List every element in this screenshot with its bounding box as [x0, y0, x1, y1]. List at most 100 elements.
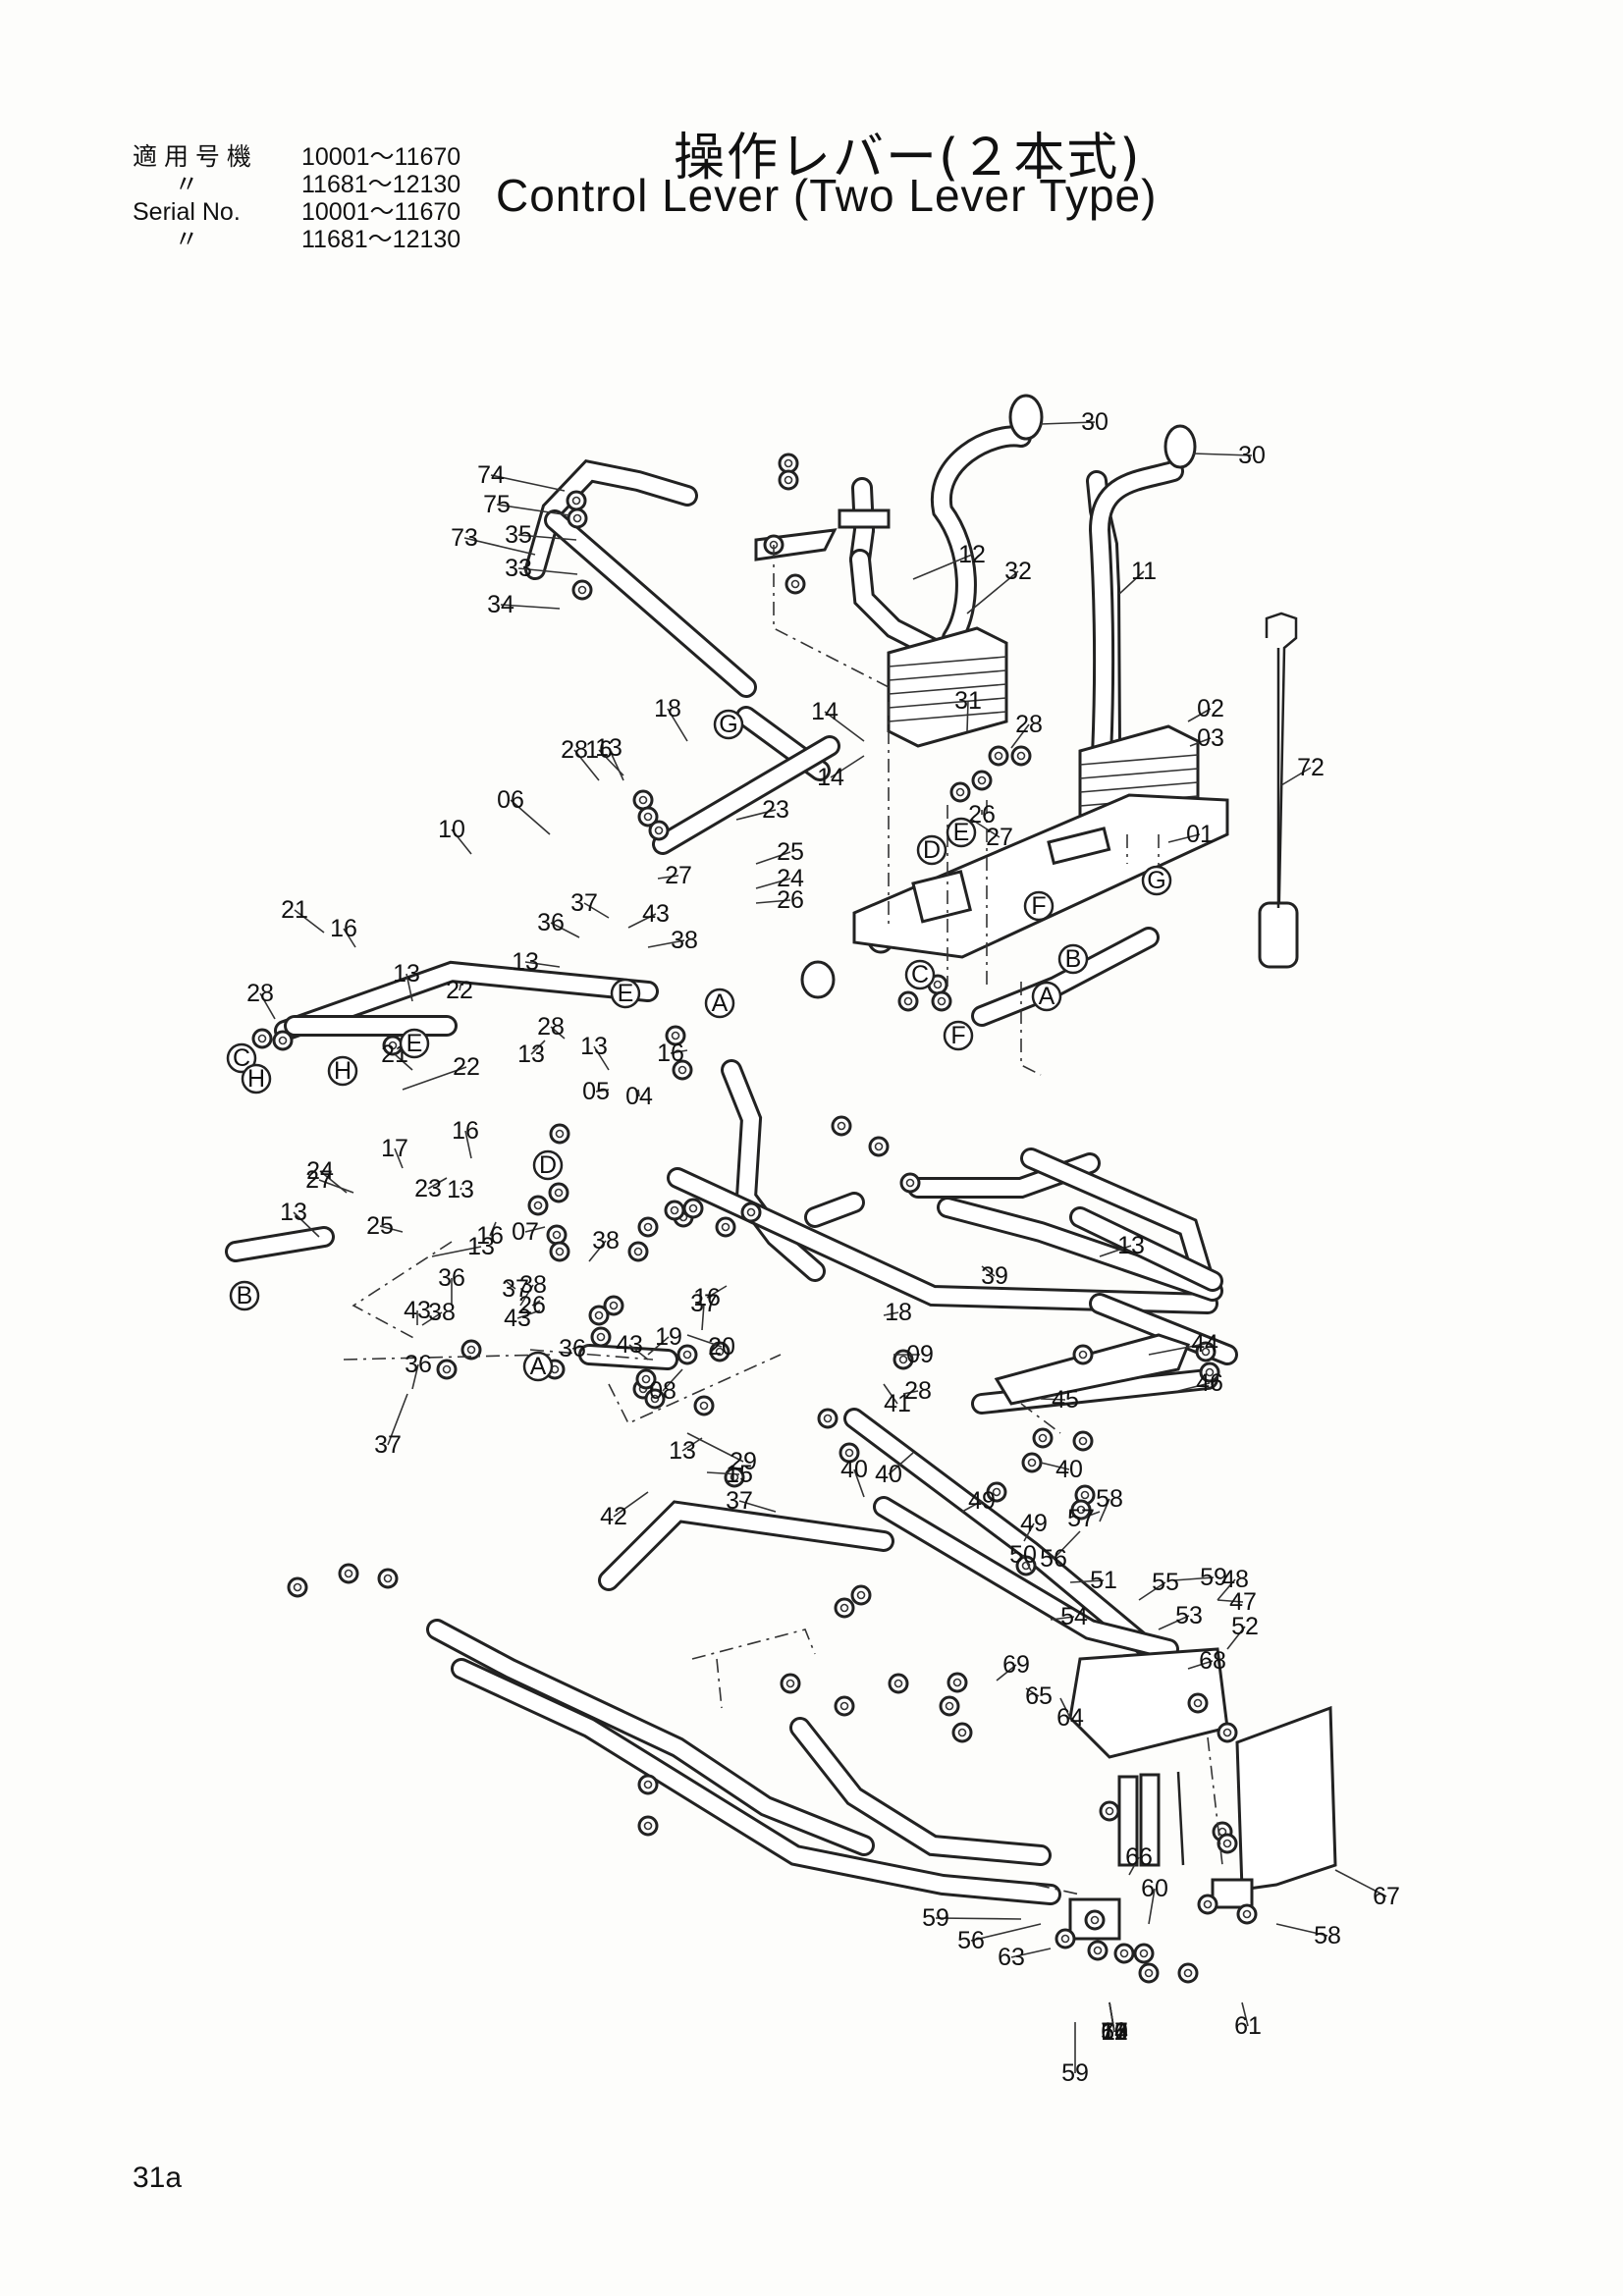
fitting: [1217, 1722, 1238, 1743]
part-number-callout: 56: [1040, 1545, 1067, 1573]
serial-row-label: 適 用 号 機: [133, 143, 251, 171]
fitting-bore: [903, 996, 913, 1006]
fitting: [338, 1563, 359, 1584]
reference-mark-circle: [522, 1351, 554, 1382]
rod-body: [846, 1411, 1157, 1657]
guide-line: [1020, 982, 1042, 1076]
fitting: [724, 1467, 745, 1488]
part-number-callout: 32: [1004, 558, 1032, 585]
reference-mark: E: [399, 1028, 430, 1059]
reference-mark: F: [943, 1020, 974, 1051]
fitting-bore: [466, 1345, 476, 1355]
part-number-callout: 25: [366, 1212, 394, 1240]
fitting: [939, 1695, 960, 1717]
rod-body: [876, 1499, 1176, 1657]
leader-line: [971, 819, 1001, 838]
fitting: [549, 1123, 570, 1145]
fitting-bore: [933, 980, 943, 989]
fitting: [637, 1815, 659, 1837]
part-number-callout: 42: [600, 1503, 627, 1530]
fitting-bore: [671, 1031, 680, 1041]
rod-body: [807, 1195, 862, 1225]
leader-line: [681, 1437, 703, 1452]
part-number-callout: 59: [1200, 1564, 1227, 1591]
part-number-callout: 15: [726, 1461, 753, 1488]
serial-row: Serial No.10001～11670: [133, 197, 503, 227]
fitting-bore: [388, 1041, 398, 1050]
leader-line: [647, 939, 685, 948]
leader-line: [706, 1285, 728, 1299]
leader-line: [883, 1383, 898, 1405]
boot-rib: [1079, 768, 1199, 779]
fitting-bore: [442, 1364, 452, 1374]
leader-line: [519, 1284, 534, 1307]
reference-mark-letter: G: [1147, 867, 1165, 894]
plate-bracket: [838, 508, 891, 529]
part-number-callout: 69: [1002, 1651, 1030, 1679]
part-number-callout: 14: [817, 764, 844, 791]
leader-line: [524, 961, 561, 968]
fitting-bore: [670, 1205, 679, 1215]
leader-line: [530, 1040, 546, 1055]
part-number-callout: 11: [1102, 2018, 1127, 2046]
leader-line: [571, 1344, 590, 1350]
part-number-callout: 28: [561, 736, 588, 764]
leader-line: [1192, 453, 1253, 456]
leader-line: [1275, 1923, 1328, 1937]
fitting-bore: [1222, 1839, 1232, 1848]
part-number-callout: 13: [595, 734, 622, 762]
fitting-bore: [874, 1142, 884, 1151]
reference-mark-letter: C: [911, 961, 929, 988]
fitting-bore: [643, 812, 653, 822]
fitting: [665, 1025, 686, 1046]
fitting-bore: [383, 1574, 393, 1583]
part-number-callout: 63: [998, 1944, 1025, 1971]
leader-line: [463, 537, 536, 556]
reference-mark: G: [1141, 865, 1172, 896]
fitting: [709, 1341, 730, 1362]
fitting: [1187, 1692, 1209, 1714]
serial-row-label: Serial No.: [133, 198, 241, 226]
part-number-callout: 39: [981, 1262, 1008, 1290]
part-number-callout: 75: [483, 491, 511, 518]
part-number-callout: 61: [1234, 2012, 1262, 2040]
tool-rod: [1265, 612, 1298, 943]
part-number-callout: 28: [1015, 711, 1043, 738]
leader-line: [686, 1334, 723, 1348]
part-number-callout: 67: [1373, 1883, 1400, 1910]
part-number-callout: 03: [1197, 724, 1224, 752]
part-number-callout: 56: [1101, 2018, 1128, 2046]
reference-mark-letter: A: [1039, 983, 1055, 1010]
fitting-bore: [533, 1201, 543, 1210]
fitting: [549, 1241, 570, 1262]
part-number-callout: 50: [1009, 1541, 1037, 1569]
leader-line: [1023, 1522, 1035, 1542]
fitting-bore: [555, 1247, 565, 1256]
serial-row-label: 〃: [174, 171, 199, 198]
fitting-bore: [699, 1401, 709, 1411]
leader-line: [406, 973, 413, 1002]
part-number-callout: 38: [592, 1227, 620, 1255]
reference-mark-circle: [713, 709, 744, 740]
fitting-bore: [844, 1448, 854, 1458]
fitting: [566, 490, 587, 511]
fitting: [1236, 1903, 1258, 1925]
part-number-callout: 09: [906, 1341, 934, 1368]
leader-line: [647, 1336, 670, 1356]
fitting: [947, 1672, 968, 1693]
part-number-callout: 29: [730, 1448, 757, 1475]
part-number-callout: 38: [671, 927, 698, 954]
part-number-callout: 33: [505, 555, 532, 582]
part-number-callout: 49: [968, 1487, 996, 1515]
leader-line: [662, 1368, 683, 1392]
lever-handle: [933, 428, 1029, 646]
part-number-callout: 53: [1175, 1602, 1203, 1629]
fitting: [817, 1408, 839, 1429]
fitting: [839, 1442, 860, 1464]
leader-line: [490, 474, 566, 492]
fitting-bore: [344, 1569, 353, 1578]
serial-row: 〃11681～12130: [133, 170, 503, 199]
part-number-callout: 34: [487, 591, 514, 618]
reference-mark-circle: [241, 1063, 272, 1095]
serial-row-range: 10001～11670: [301, 143, 461, 171]
